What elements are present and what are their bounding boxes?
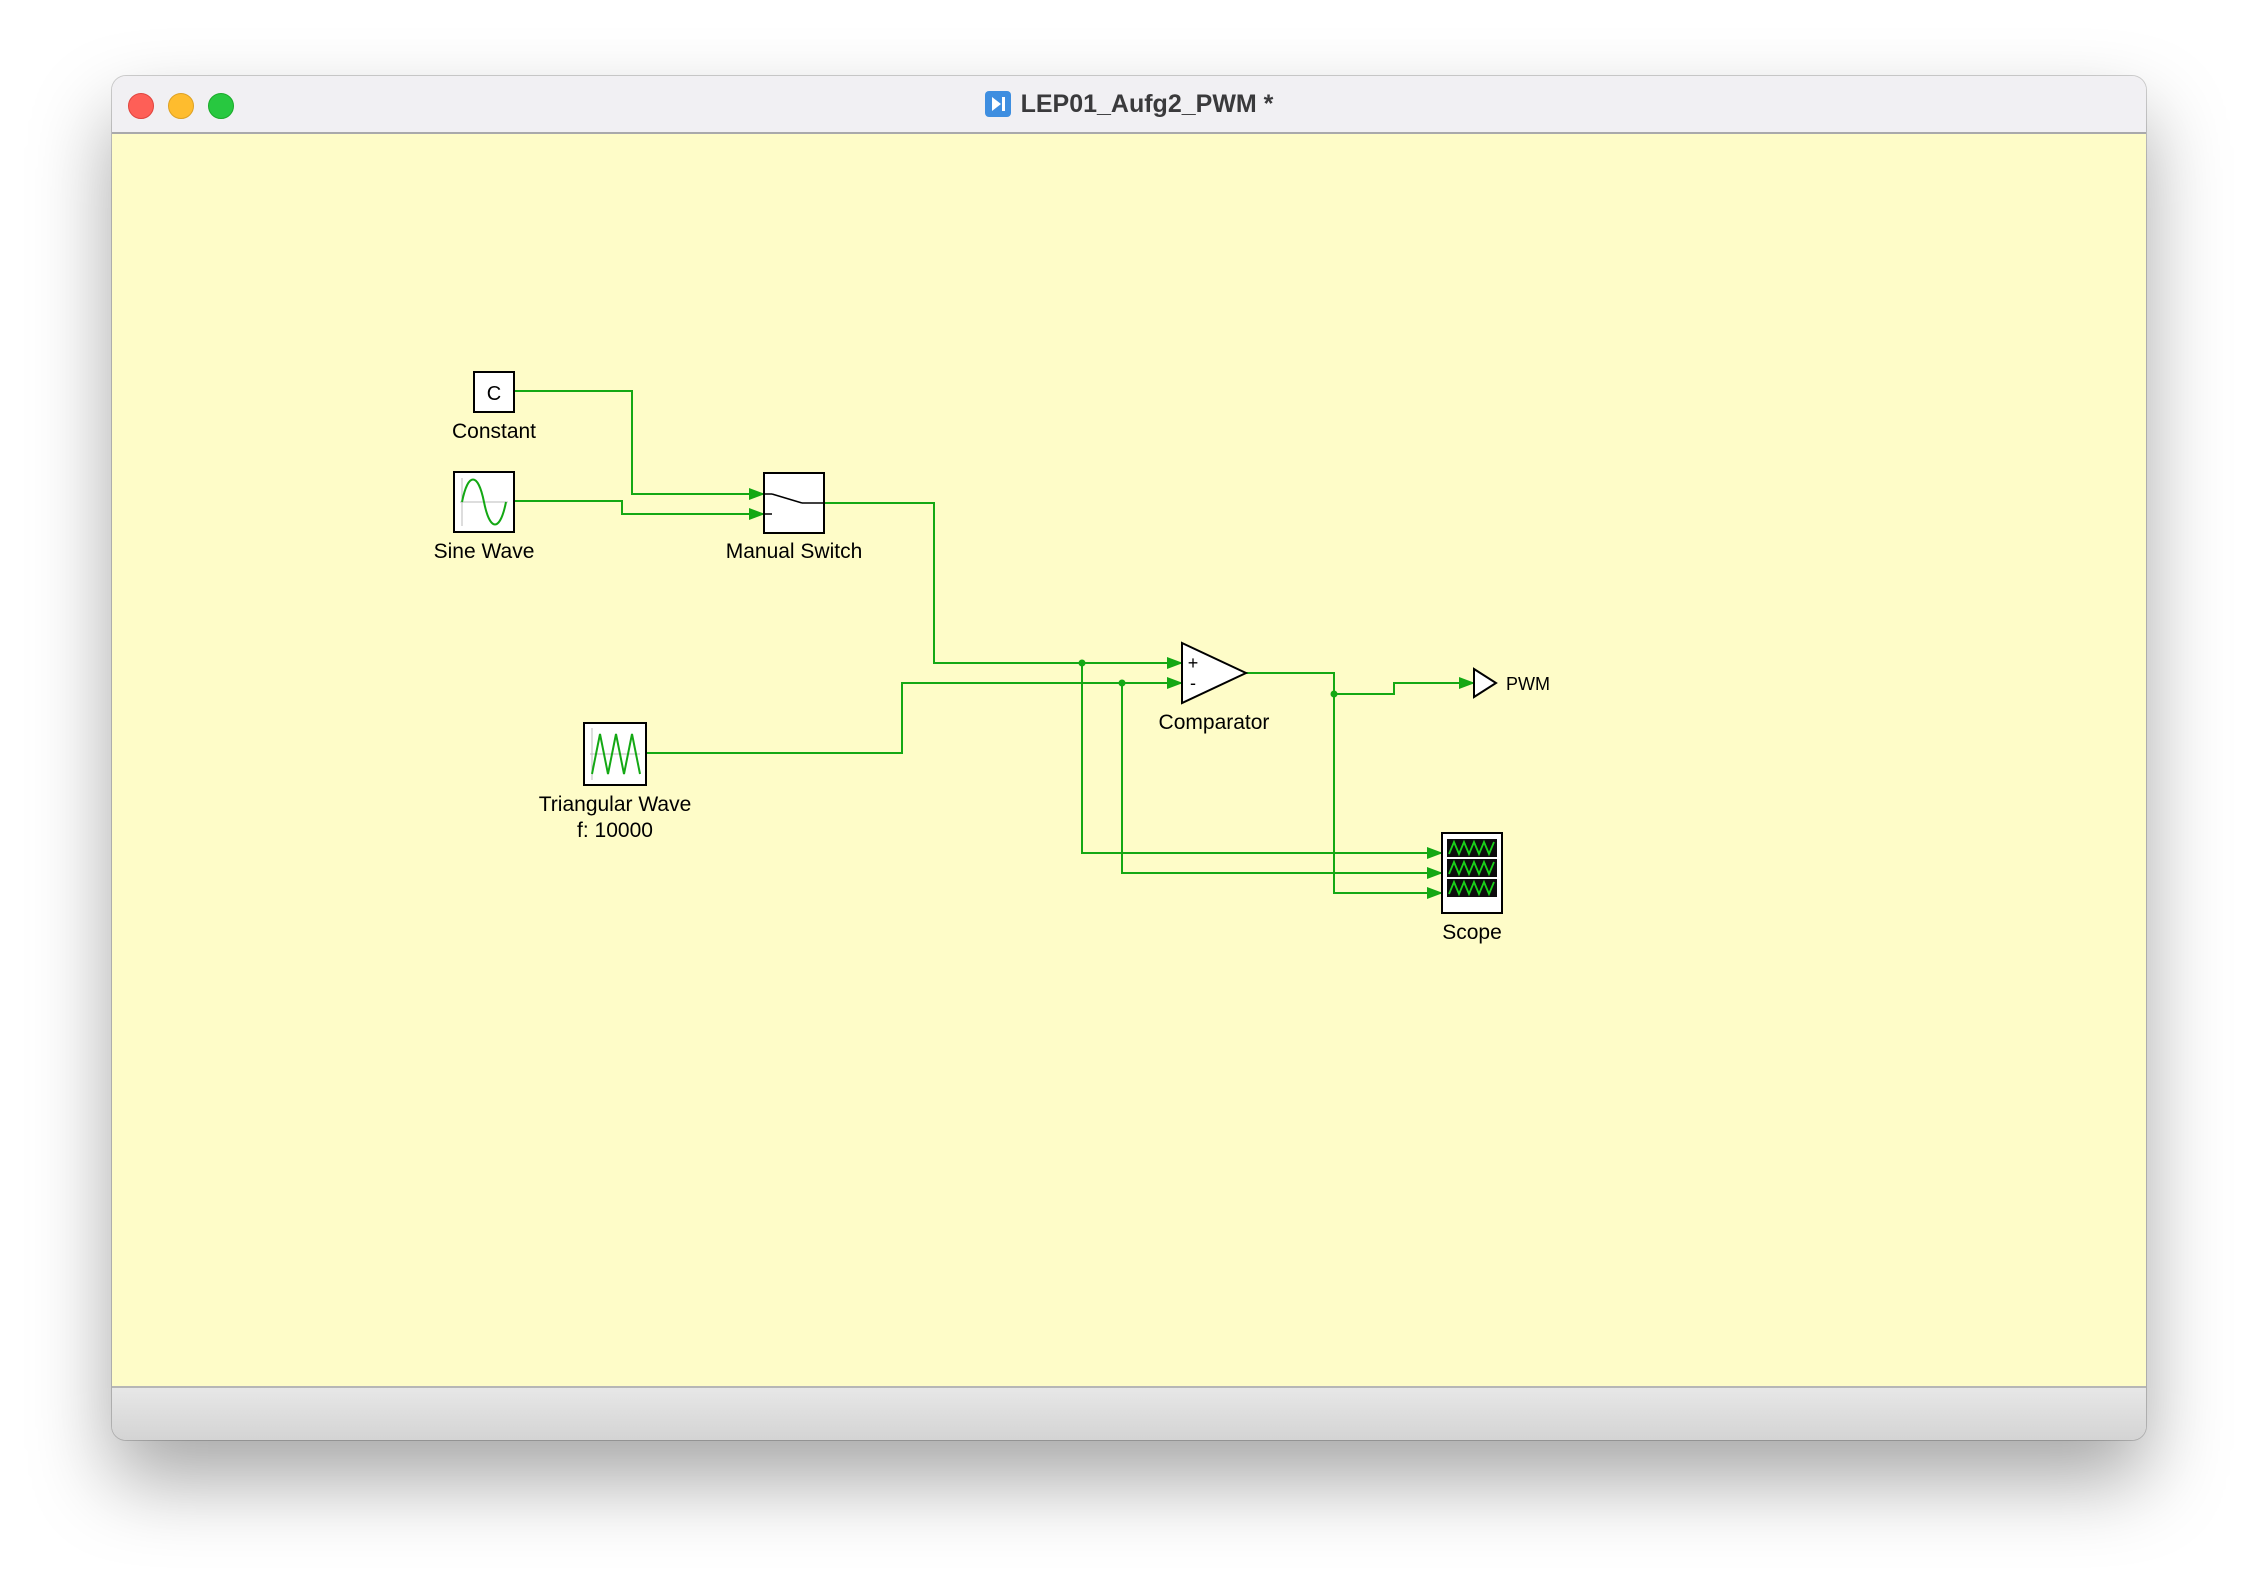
scope-block[interactable]: Scope [1441, 832, 1503, 944]
comparator-block[interactable]: + - Comparator [1159, 641, 1270, 734]
status-bar [112, 1386, 2146, 1440]
scope-label: Scope [1442, 921, 1502, 944]
constant-label: Constant [452, 420, 536, 443]
wire-sine-to-switch[interactable] [514, 500, 765, 520]
sine-wave-icon [461, 478, 507, 526]
model-file-icon [984, 91, 1011, 117]
comparator-plus-sign: + [1188, 653, 1199, 673]
triangular-wave-label: Triangular Wave [539, 793, 692, 816]
comparator-label: Comparator [1159, 711, 1270, 734]
sine-wave-label: Sine Wave [434, 540, 535, 563]
triangular-wave-param: f: 10000 [577, 819, 653, 842]
wire-branch-to-scope-1[interactable] [1081, 663, 1443, 859]
branch-points [1078, 659, 1338, 698]
wire-branch-to-scope-3[interactable] [1333, 694, 1443, 899]
model-canvas[interactable]: C Constant Sine Wave Manu [112, 134, 2146, 1386]
window-title: LEP01_Aufg2_PWM * [1020, 89, 1274, 118]
switch-icon [764, 493, 824, 515]
wire-triangle-to-comparator[interactable] [646, 677, 1183, 754]
pwm-label: PWM [1506, 674, 1550, 694]
close-button[interactable] [128, 93, 154, 119]
triangular-wave-block[interactable]: Triangular Wave f: 10000 [539, 722, 692, 842]
wire-comparator-to-pwm[interactable] [1246, 672, 1475, 695]
minimize-button[interactable] [168, 93, 194, 119]
pwm-outport[interactable]: PWM [1473, 667, 1550, 699]
signal-lines [514, 390, 1475, 899]
constant-symbol: C [487, 383, 501, 405]
wire-switch-to-comparator[interactable] [824, 502, 1183, 669]
model-window: LEP01_Aufg2_PWM * [112, 76, 2146, 1440]
scope-icon [1447, 839, 1497, 897]
sine-wave-block[interactable]: Sine Wave [434, 471, 535, 563]
title-bar: LEP01_Aufg2_PWM * [112, 76, 2146, 134]
wire-branch-to-scope-2[interactable] [1121, 683, 1443, 879]
wire-constant-to-switch[interactable] [514, 390, 765, 500]
manual-switch-block[interactable]: Manual Switch [726, 472, 863, 563]
triangle-wave-icon [591, 733, 641, 775]
constant-block[interactable]: C Constant [452, 371, 536, 443]
manual-switch-label: Manual Switch [726, 540, 863, 563]
comparator-minus-sign: - [1190, 673, 1196, 693]
zoom-button[interactable] [208, 93, 234, 119]
